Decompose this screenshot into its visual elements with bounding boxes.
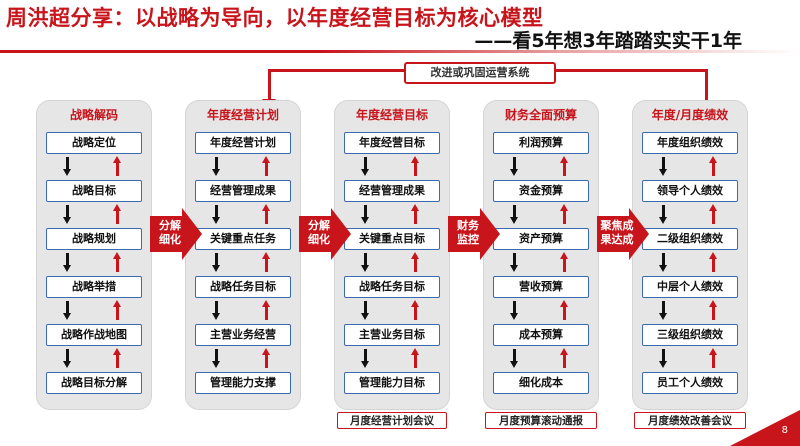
step-box: 战略规划 bbox=[46, 228, 142, 250]
column-title: 战略解码 bbox=[69, 108, 118, 122]
connector-label-line: 财务 bbox=[457, 219, 479, 232]
step-box: 主营业务经营 bbox=[195, 324, 291, 346]
connector-label: 分解 细化 bbox=[299, 219, 339, 247]
arrow-head bbox=[629, 208, 649, 260]
step-box: 资金预算 bbox=[493, 180, 589, 202]
connector-arrow-decompose-2: 分解 细化 bbox=[299, 208, 351, 260]
connector-label-line: 果达成 bbox=[600, 233, 634, 246]
arrow-head bbox=[182, 208, 202, 260]
connector-label: 分解 细化 bbox=[150, 219, 190, 247]
column-title: 财务全面预算 bbox=[504, 108, 577, 122]
connector-label-line: 监控 bbox=[457, 233, 479, 246]
step-box: 战略任务目标 bbox=[344, 276, 440, 298]
column-annual-plan: 年度经营计划 年度经营计划 经营管理成果 关键重点任务 战略任务目标 主营业务经… bbox=[185, 100, 301, 410]
connector-label-line: 细化 bbox=[308, 233, 330, 246]
step-box: 战略任务目标 bbox=[195, 276, 291, 298]
feedback-loop-label: 改进或巩固运营系统 bbox=[404, 62, 556, 84]
step-box: 年度经营目标 bbox=[344, 132, 440, 154]
step-box: 员工个人绩效 bbox=[642, 372, 738, 394]
title-bar: 周洪超分享：以战略为导向，以年度经营目标为核心模型 ——看5年想3年踏踏实实干1… bbox=[0, 2, 800, 53]
step-box: 战略目标分解 bbox=[46, 372, 142, 394]
step-box: 战略举措 bbox=[46, 276, 142, 298]
step-box: 战略作战地图 bbox=[46, 324, 142, 346]
step-box: 年度组织绩效 bbox=[642, 132, 738, 154]
connector-label-line: 分解 bbox=[159, 219, 181, 232]
step-box: 三级组织绩效 bbox=[642, 324, 738, 346]
step-box: 经营管理成果 bbox=[195, 180, 291, 202]
connector-arrow-decompose-1: 分解 细化 bbox=[150, 208, 202, 260]
column-title: 年度/月度绩效 bbox=[651, 108, 729, 122]
arrow-body bbox=[597, 216, 631, 252]
step-box: 管理能力支撑 bbox=[195, 372, 291, 394]
page-subtitle: ——看5年想3年踏踏实实干1年 bbox=[474, 30, 742, 52]
step-box: 领导个人绩效 bbox=[642, 180, 738, 202]
meeting-label-budget: 月度预算滚动通报 bbox=[485, 412, 597, 429]
column-financial-budget: 财务全面预算 利润预算 资金预算 资产预算 营收预算 成本预算 细化成本 bbox=[483, 100, 599, 410]
step-box: 战略定位 bbox=[46, 132, 142, 154]
feedback-loop-drop-left bbox=[268, 69, 271, 103]
feedback-loop-drop-right bbox=[705, 69, 708, 103]
meeting-label-plan: 月度经营计划会议 bbox=[337, 412, 447, 429]
connector-label-line: 聚焦成 bbox=[600, 219, 634, 232]
step-box: 成本预算 bbox=[493, 324, 589, 346]
step-box: 战略目标 bbox=[46, 180, 142, 202]
connector-label-line: 分解 bbox=[308, 219, 330, 232]
connector-arrow-finance: 财务 监控 bbox=[448, 208, 500, 260]
column-performance: 年度/月度绩效 年度组织绩效 领导个人绩效 二级组织绩效 中层个人绩效 三级组织… bbox=[632, 100, 748, 410]
corner-decoration bbox=[730, 410, 800, 446]
column-title: 年度经营计划 bbox=[206, 108, 279, 122]
title-divider bbox=[0, 50, 800, 53]
step-box: 年度经营计划 bbox=[195, 132, 291, 154]
connector-label-line: 细化 bbox=[159, 233, 181, 246]
step-box: 主营业务目标 bbox=[344, 324, 440, 346]
step-box: 中层个人绩效 bbox=[642, 276, 738, 298]
step-box: 关键重点目标 bbox=[344, 228, 440, 250]
arrow-head bbox=[480, 208, 500, 260]
arrow-body bbox=[448, 216, 482, 252]
column-title: 年度经营目标 bbox=[355, 108, 428, 122]
step-box: 管理能力目标 bbox=[344, 372, 440, 394]
connector-label: 聚焦成 果达成 bbox=[597, 219, 637, 247]
step-box: 细化成本 bbox=[493, 372, 589, 394]
connector-arrow-focus: 聚焦成 果达成 bbox=[597, 208, 649, 260]
step-box: 营收预算 bbox=[493, 276, 589, 298]
connector-label: 财务 监控 bbox=[448, 219, 488, 247]
step-box: 资产预算 bbox=[493, 228, 589, 250]
step-box: 二级组织绩效 bbox=[642, 228, 738, 250]
column-strategy-decoding: 战略解码 战略定位 战略目标 战略规划 战略举措 战略作战地图 战略目标分解 bbox=[36, 100, 152, 410]
arrow-body bbox=[150, 216, 184, 252]
arrow-body bbox=[299, 216, 333, 252]
step-box: 关键重点任务 bbox=[195, 228, 291, 250]
column-annual-goals: 年度经营目标 年度经营目标 经营管理成果 关键重点目标 战略任务目标 主营业务目… bbox=[334, 100, 450, 410]
arrow-head bbox=[331, 208, 351, 260]
page-number: 8 bbox=[781, 425, 788, 436]
page-title: 周洪超分享：以战略为导向，以年度经营目标为核心模型 bbox=[6, 6, 544, 30]
step-box: 经营管理成果 bbox=[344, 180, 440, 202]
meeting-label-performance: 月度绩效改善会议 bbox=[634, 412, 746, 429]
step-box: 利润预算 bbox=[493, 132, 589, 154]
